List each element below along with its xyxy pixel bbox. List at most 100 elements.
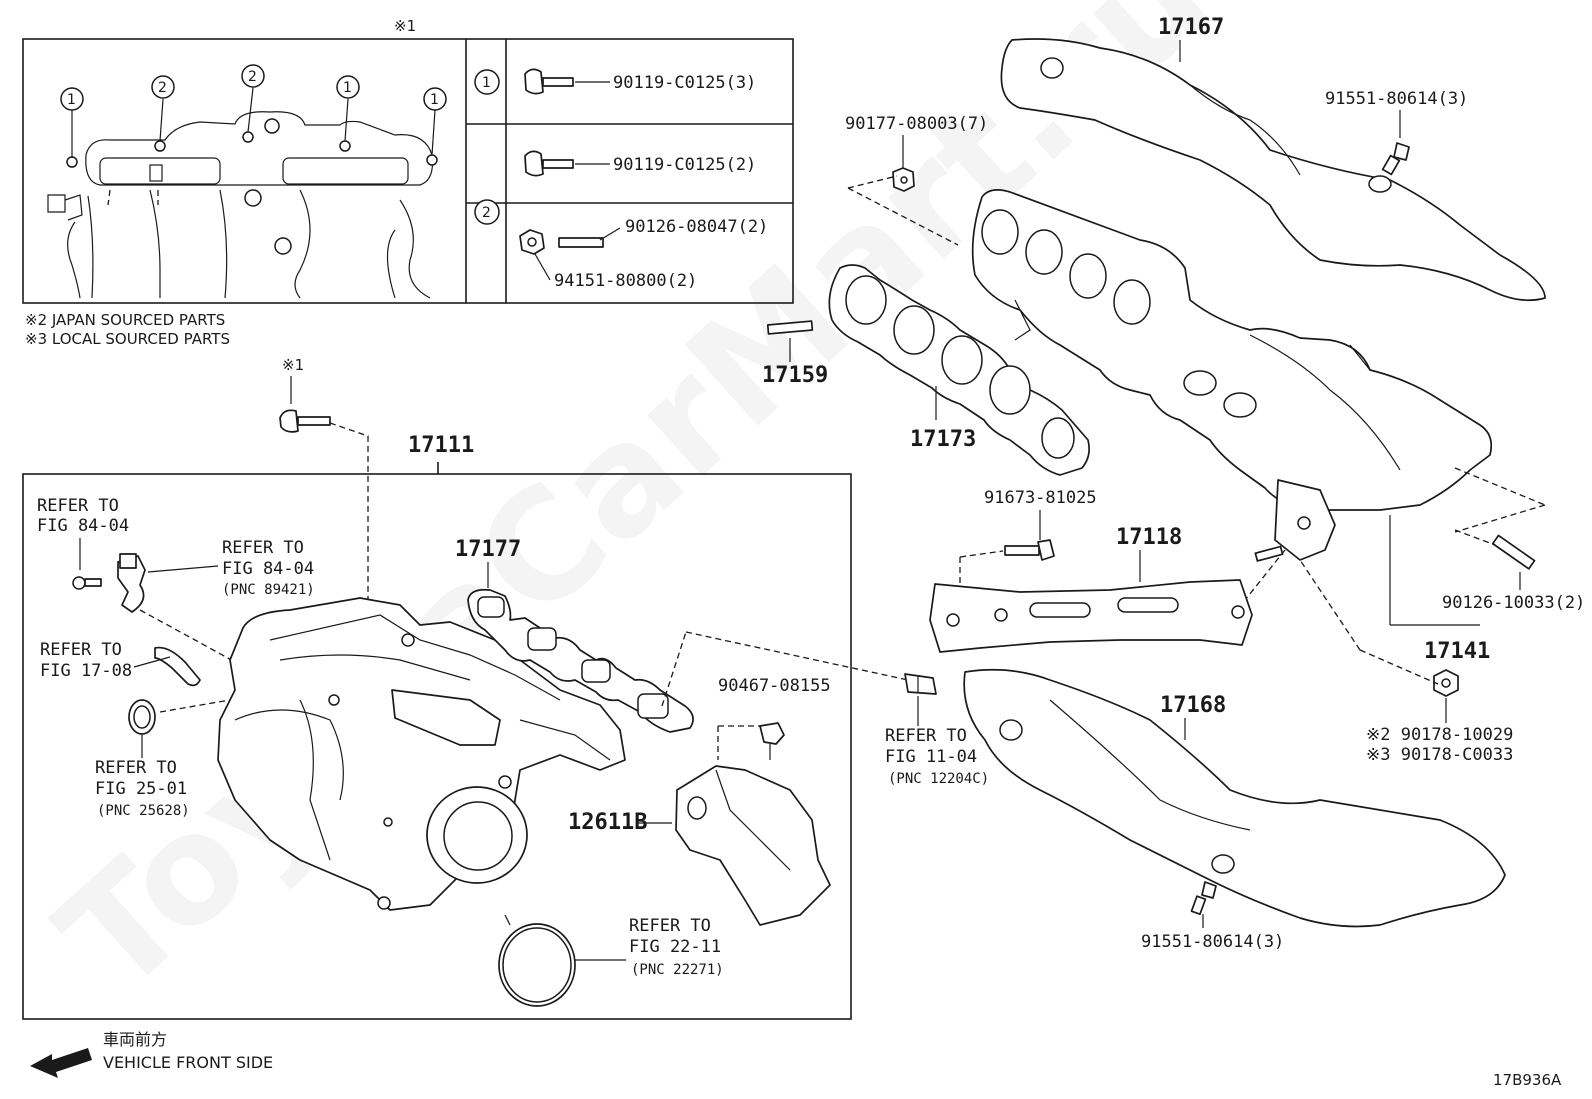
intake-manifold-body: [217, 597, 626, 911]
part-90177: 90177-08003(7): [845, 114, 988, 134]
arrow-left-icon: [30, 1048, 92, 1078]
direction-japanese: 車両前方: [103, 1030, 167, 1049]
fig-number: FIG 25-01: [95, 779, 187, 799]
inset-callout-2b: 2: [241, 64, 265, 133]
bolt-icon: [1381, 142, 1410, 176]
legend-row-2: 90119-C0125(2): [524, 150, 756, 177]
part-12611b: 12611B: [568, 810, 647, 835]
legend-symbol: 2: [482, 205, 491, 221]
part-91551-top: 91551-80614(3): [1325, 89, 1468, 109]
part-91673: 91673-81025: [984, 488, 1097, 508]
pin-part: [904, 673, 937, 695]
part-number: 90119-C0125(3): [613, 73, 756, 93]
nut-icon: [892, 167, 915, 192]
ref-fig-17-08: REFER TO FIG 17-08: [40, 640, 171, 681]
hose-part: [154, 646, 201, 687]
part-17167: 17167: [1158, 15, 1224, 40]
vehicle-front-indicator: 車両前方 VEHICLE FRONT SIDE: [30, 1030, 273, 1078]
ref-fig-84-04-b: REFER TO FIG 84-04 (PNC 89421): [147, 538, 315, 598]
part-number: 94151-80800(2): [554, 271, 697, 291]
stud-90126: [1491, 534, 1536, 570]
fig-number: FIG 84-04: [37, 516, 129, 536]
refer-to: REFER TO: [629, 916, 711, 936]
inset-callout-1b: 1: [336, 75, 360, 142]
legend-row-1: 1 90119-C0125(3): [474, 68, 756, 95]
inset-callout-2a: 2: [151, 75, 175, 142]
part-90178-local: ※3 90178-C0033: [1366, 745, 1513, 765]
callout-number: 1: [430, 92, 439, 108]
refer-to: REFER TO: [885, 726, 967, 746]
part-17177: 17177: [455, 537, 521, 562]
part-17159: 17159: [762, 363, 828, 388]
fig-number: FIG 84-04: [222, 559, 314, 579]
part-17111: 17111: [408, 433, 474, 458]
fig-number: FIG 17-08: [40, 661, 132, 681]
refer-to: REFER TO: [37, 496, 119, 516]
bolt-icon: [279, 409, 331, 433]
stud-icon: [558, 237, 604, 248]
manifold-stay-17118: [929, 579, 1253, 653]
part-number: 90119-C0125(2): [613, 155, 756, 175]
part-number: 90126-08047(2): [625, 217, 768, 237]
nut-icon: [1433, 669, 1459, 697]
exhaust-gasket-17173: [828, 264, 1090, 476]
part-91551-bottom: 91551-80614(3): [1141, 932, 1284, 952]
part-17141: 17141: [1424, 639, 1490, 664]
intake-manifold-assembly-box: 17111: [22, 433, 852, 1020]
clip-part: [759, 722, 785, 760]
callout-number: 1: [67, 92, 76, 108]
ref1-marker-inset: ※1: [394, 17, 416, 35]
direction-english: VEHICLE FRONT SIDE: [103, 1053, 273, 1072]
inset-callout-1c: 1: [423, 87, 447, 156]
ref-fig-84-04-a: REFER TO FIG 84-04: [37, 496, 129, 570]
heat-insulator-17168: [963, 668, 1506, 928]
pnc-number: (PNC 12204C): [888, 771, 989, 787]
inset-bolt-legend: ※1: [22, 17, 794, 304]
part-90467: 90467-08155: [718, 676, 831, 696]
stud-icon: [1254, 545, 1284, 562]
heat-insulator-17167: [1000, 38, 1546, 302]
pnc-number: (PNC 22271): [631, 962, 724, 978]
o-ring-part: [128, 699, 156, 735]
sensor-part: [72, 553, 146, 613]
refer-to: REFER TO: [40, 640, 122, 660]
part-90178-japan: ※2 90178-10029: [1366, 725, 1513, 745]
nut-icon: [519, 229, 545, 255]
figure-code: 17B936A: [1493, 1071, 1562, 1089]
part-90126: 90126-10033(2): [1442, 593, 1585, 613]
fig-number: FIG 11-04: [885, 747, 977, 767]
ref1-marker-bolt: ※1: [282, 356, 304, 374]
part-17118: 17118: [1116, 525, 1182, 550]
refer-to: REFER TO: [95, 758, 177, 778]
bolt-icon: [524, 150, 574, 177]
part-17168: 17168: [1160, 693, 1226, 718]
refer-to: REFER TO: [222, 538, 304, 558]
part-17173: 17173: [910, 427, 976, 452]
callout-number: 2: [158, 80, 167, 96]
pnc-number: (PNC 89421): [222, 582, 315, 598]
callout-number: 1: [343, 80, 352, 96]
watermark: ToyotaCarMart.ru: [28, 0, 1243, 1027]
note-japan-sourced: ※2 JAPAN SOURCED PARTS: [25, 311, 225, 329]
throttle-gasket-ring: [498, 923, 576, 1007]
manifold-flange-sketch: [47, 111, 438, 299]
ref-fig-22-11: REFER TO FIG 22-11 (PNC 22271): [629, 916, 724, 978]
exhaust-manifold-17141: [971, 189, 1493, 561]
pnc-number: (PNC 25628): [97, 803, 190, 819]
legend-row-3: 2 90126-08047(2) 94151-80800(2): [474, 199, 768, 291]
note-local-sourced: ※3 LOCAL SOURCED PARTS: [25, 330, 230, 348]
ref-fig-11-04: REFER TO FIG 11-04 (PNC 12204C): [885, 726, 989, 787]
intake-gasket-17177: [467, 588, 694, 733]
stud-17159: [766, 320, 814, 335]
bolt-icon: [1190, 881, 1217, 916]
bolt-icon: [1004, 539, 1055, 561]
legend-symbol: 1: [482, 75, 491, 91]
ref-fig-25-01: REFER TO FIG 25-01 (PNC 25628): [95, 735, 190, 819]
callout-number: 2: [248, 69, 257, 85]
bolt-icon: [524, 68, 574, 95]
bracket-12611b: [675, 765, 831, 926]
inset-callout-1a: 1: [60, 87, 84, 158]
fig-number: FIG 22-11: [629, 937, 721, 957]
